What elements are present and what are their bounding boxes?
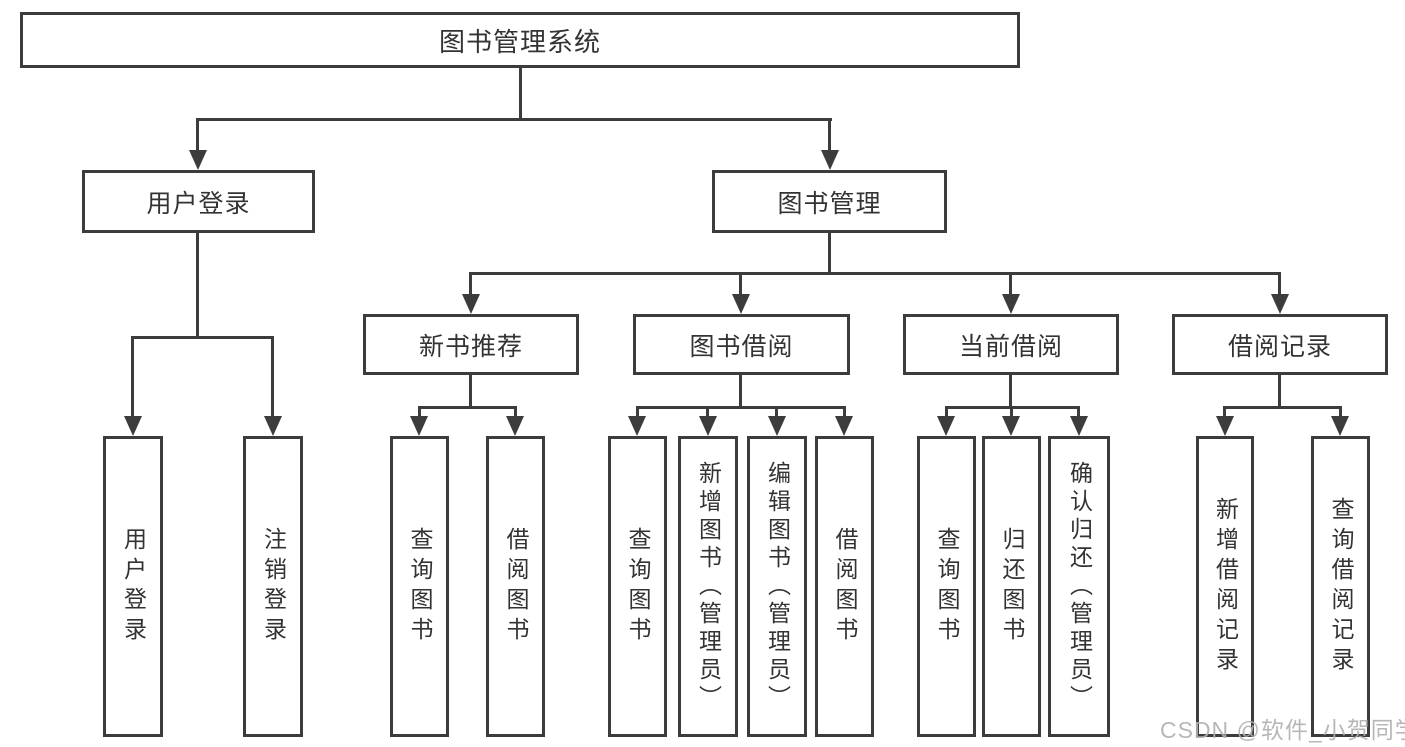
leaf-label: 确认归还（管理员） (1066, 460, 1093, 713)
node-borrow-books: 借阅图书 (815, 436, 874, 737)
node-user-login: 用户登录 (82, 170, 315, 233)
node-query-borrow-record: 查询借阅记录 (1311, 436, 1370, 737)
connector-line (1278, 272, 1281, 296)
node-book-management: 图书管理 (712, 170, 947, 233)
leaf-label: 新增图书（管理员） (695, 460, 722, 713)
connector-mgmt-stem (828, 233, 831, 275)
arrowhead-down (462, 294, 480, 314)
connector-line (739, 272, 742, 296)
connector-line (775, 406, 778, 418)
arrowhead-down (699, 416, 717, 436)
leaf-label: 用户登录 (120, 526, 147, 647)
arrowhead-down (937, 416, 955, 436)
node-borrowing-records: 借阅记录 (1172, 314, 1388, 375)
arrowhead-down (732, 294, 750, 314)
leaf-label: 借阅图书 (832, 526, 858, 647)
connector-line (1223, 406, 1226, 418)
node-logout: 注销登录 (243, 436, 303, 737)
connector-login-stem (196, 233, 199, 339)
leaf-label: 新增借阅记录 (1212, 496, 1239, 677)
connector-stem (739, 375, 742, 409)
leaf-label: 注销登录 (260, 526, 287, 647)
leaf-label: 编辑图书（管理员） (764, 460, 791, 713)
leaf-label: 查询图书 (625, 526, 651, 647)
node-query-books: 查询图书 (917, 436, 976, 737)
node-current-borrowing: 当前借阅 (903, 314, 1119, 375)
leaf-label: 查询图书 (934, 526, 960, 647)
node-borrow-books: 借阅图书 (486, 436, 545, 737)
arrowhead-down (835, 416, 853, 436)
connector-line (1077, 406, 1080, 418)
arrowhead-down (1216, 416, 1234, 436)
node-user-login-leaf: 用户登录 (103, 436, 163, 737)
connector-mgmt-splitter (470, 272, 1281, 275)
connector-splitter (418, 406, 517, 409)
node-book-borrowing: 图书借阅 (633, 314, 850, 375)
connector-login-splitter (131, 336, 274, 339)
leaf-label: 归还图书 (999, 526, 1025, 647)
arrowhead-down (1002, 416, 1020, 436)
connector-line (469, 272, 472, 296)
leaf-label: 借阅图书 (503, 526, 529, 647)
arrowhead-down (1271, 294, 1289, 314)
arrowhead-book-management (821, 150, 839, 170)
arrowhead-down (506, 416, 524, 436)
arrowhead-down (1331, 416, 1349, 436)
connector-to-user-login (196, 118, 199, 153)
connector-line (1009, 272, 1012, 296)
connector-line (418, 406, 421, 418)
node-query-books: 查询图书 (608, 436, 667, 737)
node-add-books-admin: 新增图书（管理员） (678, 436, 738, 737)
connector-line (1339, 406, 1342, 418)
leaf-label: 查询图书 (407, 526, 433, 647)
arrowhead-down (1002, 294, 1020, 314)
connector-line (271, 336, 274, 418)
connector-stem (1009, 375, 1012, 409)
connector-line (945, 406, 948, 418)
arrowhead-down (628, 416, 646, 436)
arrowhead-down (264, 416, 282, 436)
arrowhead-down (124, 416, 142, 436)
node-edit-books-admin: 编辑图书（管理员） (747, 436, 807, 737)
node-add-borrow-record: 新增借阅记录 (1196, 436, 1254, 737)
connector-splitter (636, 406, 846, 409)
connector-line (131, 336, 134, 418)
node-return-books: 归还图书 (982, 436, 1041, 737)
node-library-management-system: 图书管理系统 (20, 12, 1020, 68)
node-confirm-return-admin: 确认归还（管理员） (1048, 436, 1110, 737)
connector-to-book-management (828, 118, 831, 153)
node-query-books: 查询图书 (390, 436, 449, 737)
connector-root-splitter (196, 118, 832, 121)
connector-stem (1278, 375, 1281, 409)
connector-root-stem (519, 68, 522, 121)
arrowhead-down (768, 416, 786, 436)
connector-line (1010, 406, 1013, 418)
node-new-book-recommendation: 新书推荐 (363, 314, 579, 375)
arrowhead-user-login (189, 150, 207, 170)
arrowhead-down (1070, 416, 1088, 436)
csdn-watermark: CSDN @软件_小贺同学 (1160, 717, 1405, 743)
leaf-label: 查询借阅记录 (1328, 496, 1354, 677)
connector-line (843, 406, 846, 418)
connector-line (706, 406, 709, 418)
connector-splitter (1223, 406, 1342, 409)
connector-stem (469, 375, 472, 409)
arrowhead-down (410, 416, 428, 436)
connector-line (514, 406, 517, 418)
connector-line (636, 406, 639, 418)
